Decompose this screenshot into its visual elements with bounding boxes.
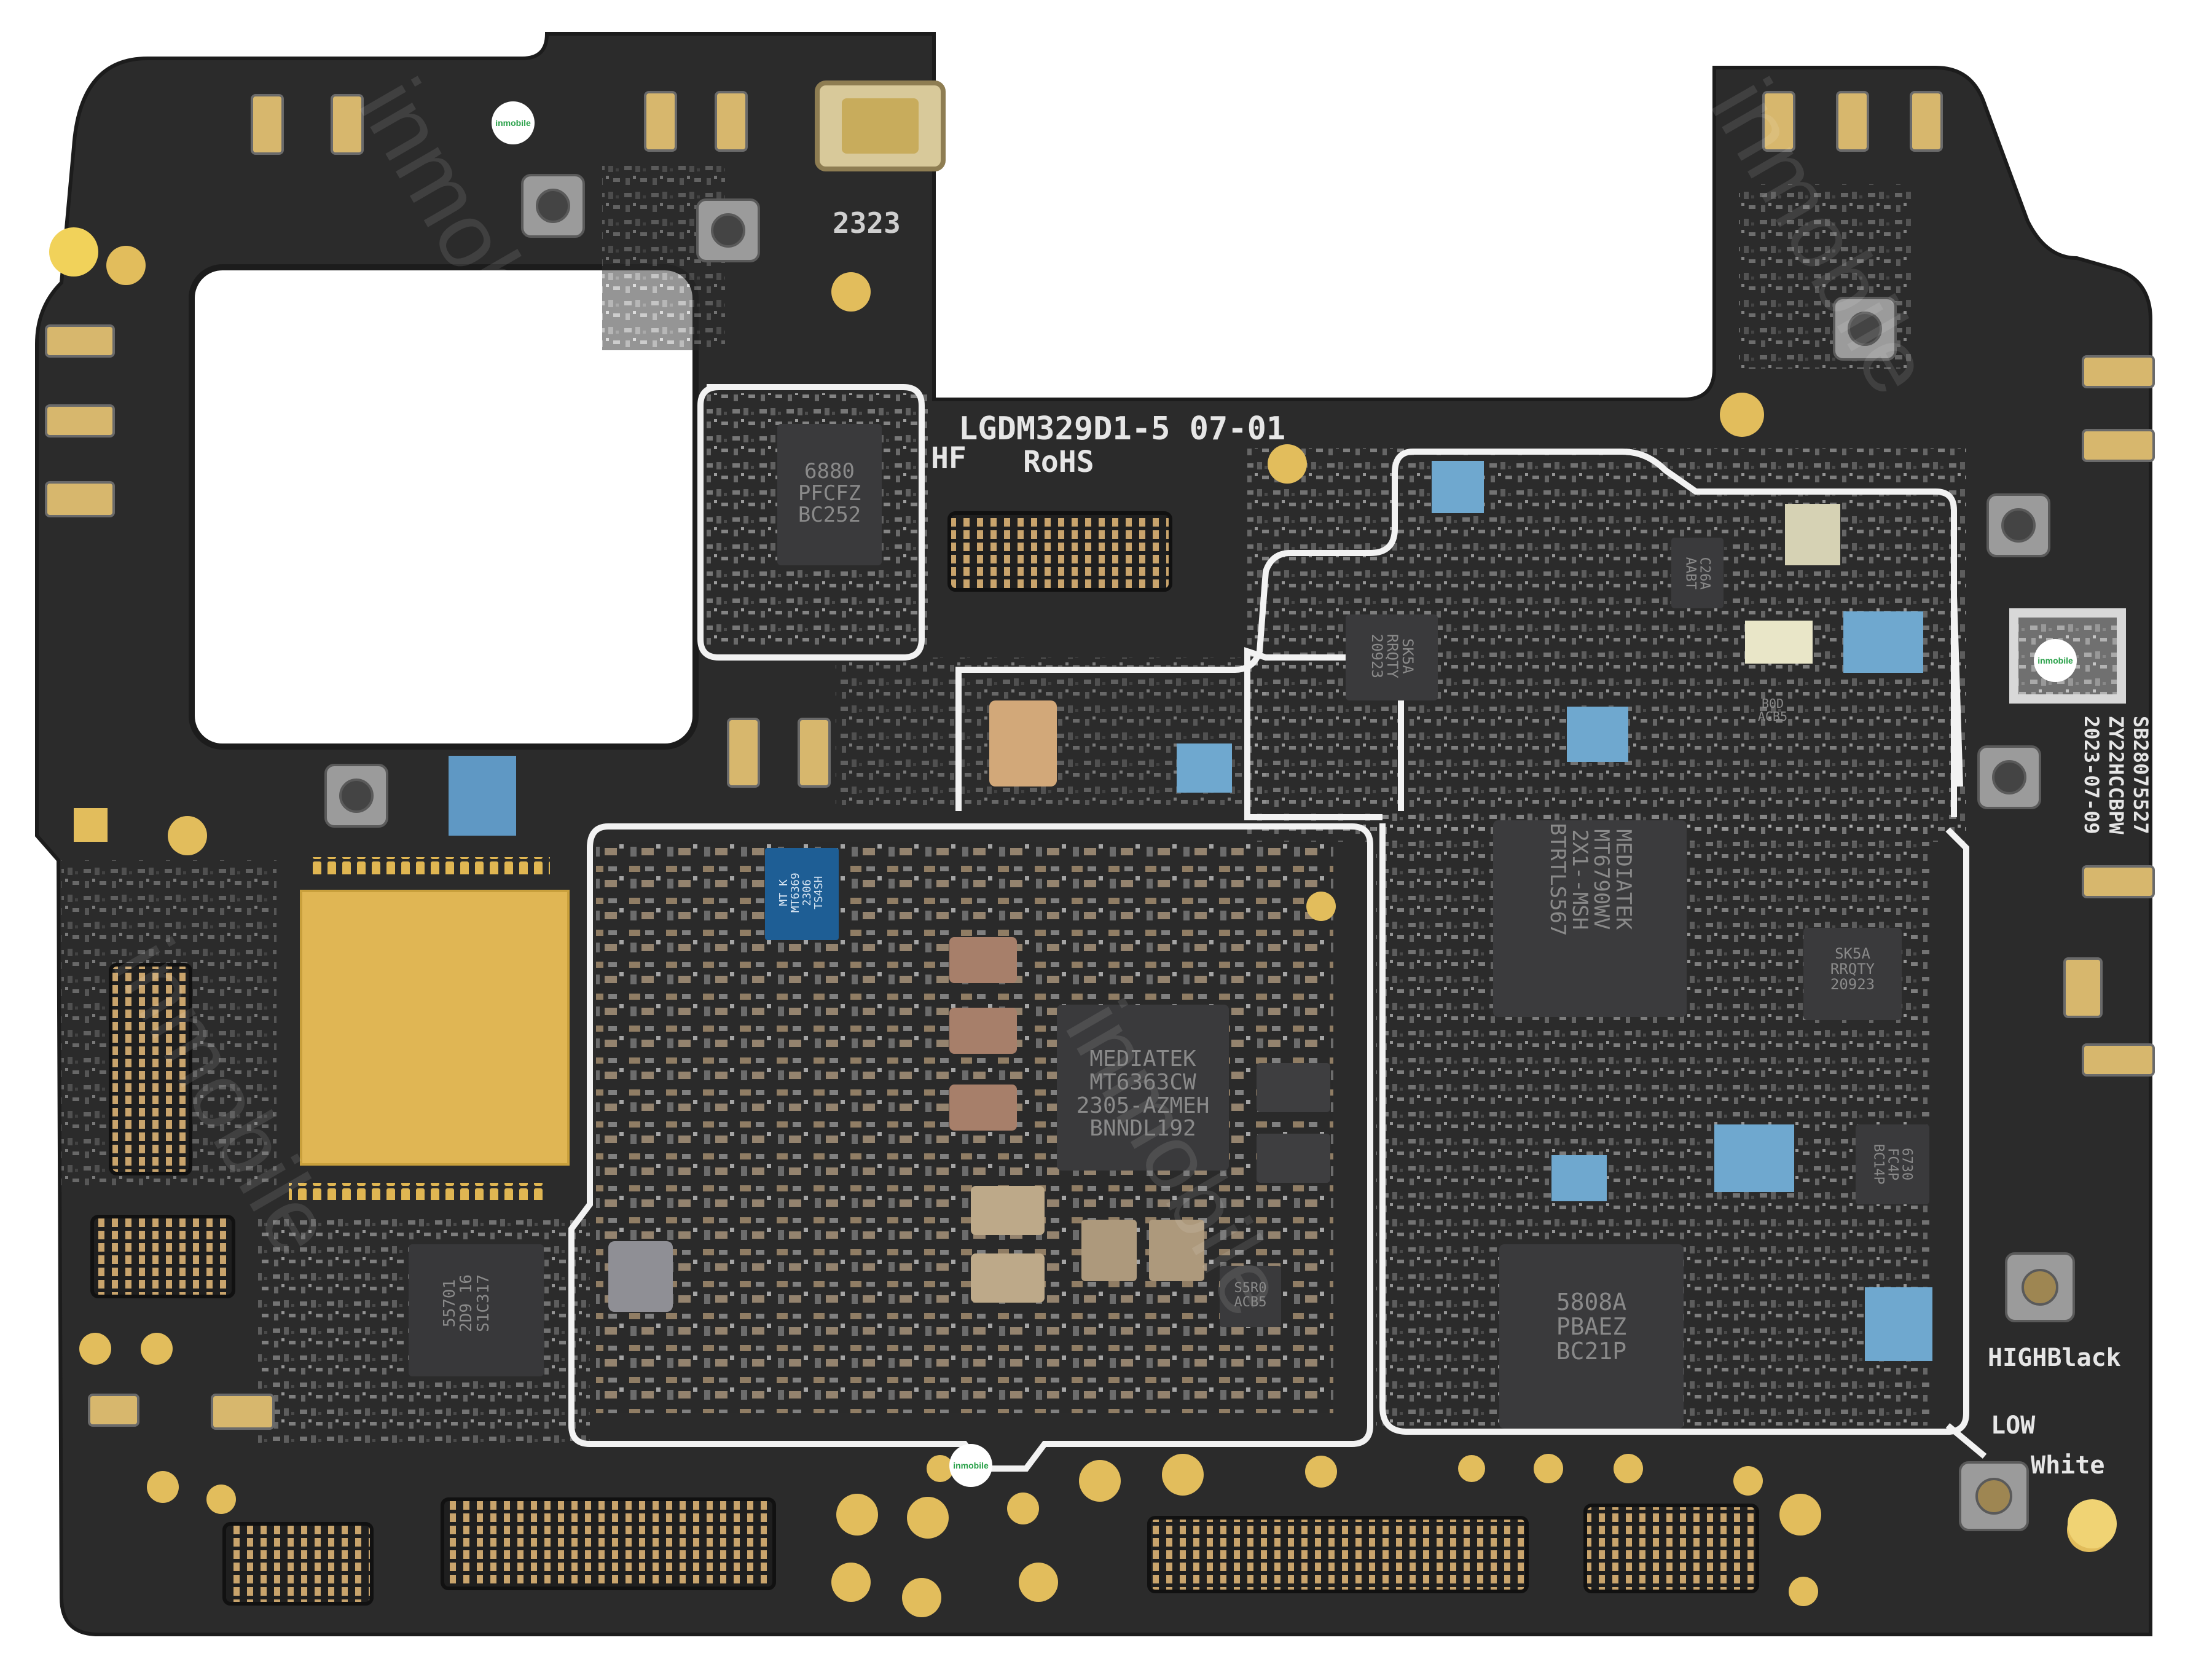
rf-bottom-chip [1499, 1244, 1684, 1429]
btb-connector-mid-left [90, 1215, 235, 1298]
soc-chip [1493, 820, 1687, 1017]
camera-cutout [192, 267, 696, 747]
hf-label: HF [931, 441, 967, 476]
inmobile-logo-icon: inmobile [949, 1444, 992, 1487]
btb-connector-bottom-1 [441, 1497, 776, 1590]
shield-rf [955, 449, 1957, 817]
rf-top-chip [777, 424, 882, 565]
btb-connector-bottom-left [222, 1522, 374, 1606]
low-label: LOW [1991, 1411, 2036, 1440]
btb-connector-bottom-3 [1583, 1504, 1759, 1593]
btb-connector-top [947, 511, 1172, 592]
btb-connector-bottom-2 [1147, 1516, 1529, 1593]
rohs-label: RoHS [1023, 445, 1094, 479]
small-chip-1 [1671, 538, 1724, 608]
shield-top [697, 384, 925, 661]
serial-label-2: ZY22HCCBPW [2104, 716, 2128, 834]
inmobile-logo-icon: inmobile [492, 101, 535, 144]
codec-chip [409, 1244, 544, 1376]
small-chip-2 [1856, 1124, 1929, 1204]
gold-shield-pad [301, 891, 568, 1164]
pa-chip-2 [1803, 928, 1902, 1020]
mt-small-chip [765, 848, 839, 940]
btb-connector-left [109, 963, 192, 1175]
pa-chip-1 [1346, 614, 1438, 700]
date-code-label: 2323 [833, 206, 901, 240]
inmobile-logo-icon: inmobile [2034, 639, 2077, 682]
board-id-label: LGDM329D1-5 07-01 [959, 410, 1286, 447]
shield-right-lower [1379, 823, 1969, 1435]
high-black-label: HIGHBlack [1988, 1344, 2121, 1372]
white-label: White [2031, 1451, 2105, 1480]
pmic-chip [1057, 1005, 1229, 1171]
coaxial-connector-icon [324, 174, 2075, 1531]
small-chip-3 [1220, 1266, 1281, 1327]
serial-label-1: SB28075527 [2129, 716, 2152, 834]
serial-label-3: 2023-07-09 [2080, 716, 2103, 834]
